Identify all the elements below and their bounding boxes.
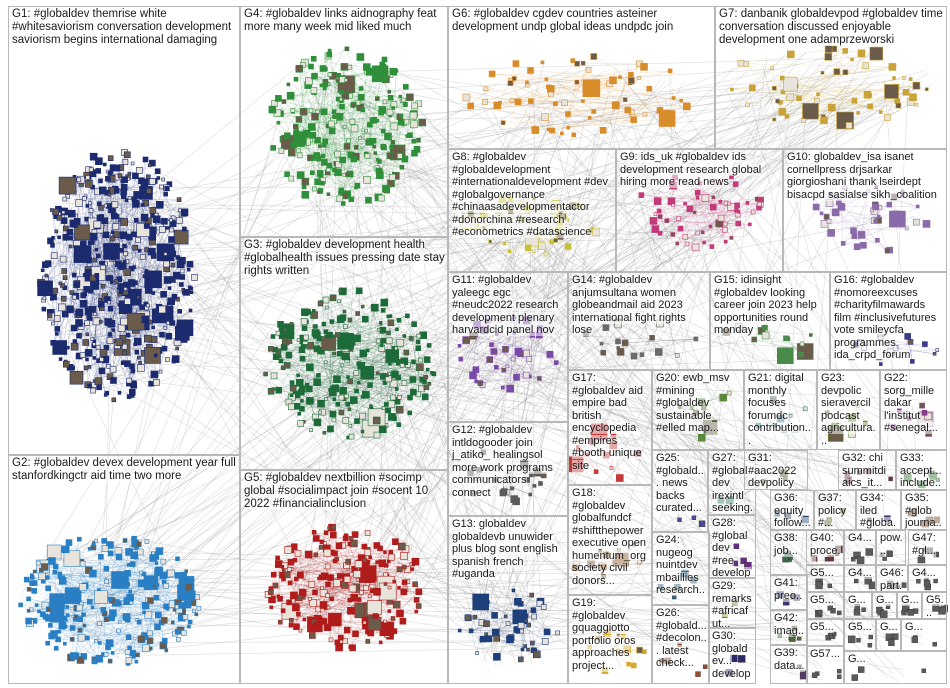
group-label: G9: ids_uk #globaldev ids development re… bbox=[620, 151, 780, 189]
group-box-g6: G6: #globaldev cgdev countries asteiner … bbox=[448, 6, 715, 149]
group-label-text: G15: idinsight #globaldev looking career… bbox=[714, 274, 817, 336]
group-box-g12: G12: #globaldev intldogooder join j_atik… bbox=[448, 422, 568, 516]
group-label: G13: globaldev globaldevb unuwider plus … bbox=[452, 518, 565, 581]
group-box-g21: G21: digital monthly focuses forumdc con… bbox=[744, 370, 817, 450]
group-box-g17: G17: #globaldev aid empire bad british e… bbox=[568, 370, 652, 485]
group-box-g3: G3: #globaldev development health #globa… bbox=[240, 237, 448, 470]
group-label-text: G12: #globaldev intldogooder join j_atik… bbox=[452, 424, 553, 499]
group-label-text: G6: #globaldev cgdev countries asteiner … bbox=[452, 8, 673, 33]
group-label-text: G4: #globaldev links aidnography feat mo… bbox=[244, 8, 436, 33]
group-label: G19: #globaldev gquaggiotto portfolio or… bbox=[572, 597, 649, 672]
group-label-text: G19: #globaldev gquaggiotto portfolio or… bbox=[572, 597, 636, 672]
group-label-text: G8: #globaldev #globaldevelopment #inter… bbox=[452, 151, 608, 238]
group-label-text: G11: #globaldev yaleegc egc #neudc2022 r… bbox=[452, 274, 558, 336]
group-label: G21: digital monthly focuses forumdc con… bbox=[748, 372, 814, 447]
group-box-g10: G10: globaldev_isa isanet cornellpress d… bbox=[783, 149, 947, 272]
group-label-text: G5: #globaldev nextbillion #socimp globa… bbox=[244, 472, 428, 510]
group-label: G18: #globaldev globalfundcf #shiftthepo… bbox=[572, 487, 649, 587]
group-label: G7: danbanik globaldevpod #globaldev tim… bbox=[719, 8, 944, 47]
group-label: G2: #globaldev devex development year fu… bbox=[12, 457, 237, 483]
group-label-text: G1: #globaldev themrise white #whitesavi… bbox=[12, 8, 231, 46]
group-label: G8: #globaldev #globaldevelopment #inter… bbox=[452, 151, 613, 239]
group-label-text: G10: globaldev_isa isanet cornellpress d… bbox=[787, 151, 937, 201]
group-box-g16: G16: #globaldev #nomoreexcuses #charityf… bbox=[830, 272, 947, 370]
group-label-text: G14: #globaldev anjumsultana women globe… bbox=[572, 274, 686, 336]
group-label: G11: #globaldev yaleegc egc #neudc2022 r… bbox=[452, 274, 565, 337]
group-label: G17: #globaldev aid empire bad british e… bbox=[572, 372, 649, 472]
group-label: G4: #globaldev links aidnography feat mo… bbox=[244, 8, 445, 34]
group-box-g18: G18: #globaldev globalfundcf #shiftthepo… bbox=[568, 485, 652, 595]
group-label-text: G18: #globaldev globalfundcf #shiftthepo… bbox=[572, 487, 646, 587]
group-box-g1: G1: #globaldev themrise white #whitesavi… bbox=[8, 6, 240, 455]
group-label-text: G7: danbanik globaldevpod #globaldev tim… bbox=[719, 8, 943, 46]
group-box-g19: G19: #globaldev gquaggiotto portfolio or… bbox=[568, 595, 652, 684]
group-box-g14: G14: #globaldev anjumsultana women globe… bbox=[568, 272, 710, 370]
group-label: G15: idinsight #globaldev looking career… bbox=[714, 274, 827, 337]
group-box-g13: G13: globaldev globaldevb unuwider plus … bbox=[448, 516, 568, 684]
group-label: G14: #globaldev anjumsultana women globe… bbox=[572, 274, 707, 337]
group-box-g22: G22: sorg_mille dakar l'institut #senega… bbox=[880, 370, 947, 450]
group-label-text: G17: #globaldev aid empire bad british e… bbox=[572, 372, 643, 472]
group-label: G1: #globaldev themrise white #whitesavi… bbox=[12, 8, 237, 47]
group-box-g7: G7: danbanik globaldevpod #globaldev tim… bbox=[715, 6, 947, 149]
group-box-g9: G9: ids_uk #globaldev ids development re… bbox=[616, 149, 783, 272]
group-box-g8: G8: #globaldev #globaldevelopment #inter… bbox=[448, 149, 616, 272]
group-label: G12: #globaldev intldogooder join j_atik… bbox=[452, 424, 565, 499]
group-box-g2: G2: #globaldev devex development year fu… bbox=[8, 455, 240, 684]
group-box-g20: G20: ewb_msv #mining #globaldev sustaina… bbox=[652, 370, 744, 450]
group-label-text: G21: digital monthly focuses forumdc con… bbox=[748, 372, 811, 447]
group-label: G6: #globaldev cgdev countries asteiner … bbox=[452, 8, 712, 34]
group-box-g11: G11: #globaldev yaleegc egc #neudc2022 r… bbox=[448, 272, 568, 422]
group-label: G16: #globaldev #nomoreexcuses #charityf… bbox=[834, 274, 944, 362]
group-box-g5: G5: #globaldev nextbillion #socimp globa… bbox=[240, 470, 448, 684]
group-box-g4: G4: #globaldev links aidnography feat mo… bbox=[240, 6, 448, 237]
group-label-text: G16: #globaldev #nomoreexcuses #charityf… bbox=[834, 274, 936, 361]
group-label: G3: #globaldev development health #globa… bbox=[244, 239, 445, 278]
group-box-g15: G15: idinsight #globaldev looking career… bbox=[710, 272, 830, 370]
group-label-text: G3: #globaldev development health #globa… bbox=[244, 239, 445, 277]
group-label-text: G13: globaldev globaldevb unuwider plus … bbox=[452, 518, 558, 580]
group-label-text: G9: ids_uk #globaldev ids development re… bbox=[620, 151, 761, 188]
group-label: G5: #globaldev nextbillion #socimp globa… bbox=[244, 472, 445, 511]
group-label-text: G20: ewb_msv #mining #globaldev sustaina… bbox=[656, 372, 729, 434]
group-label: G20: ewb_msv #mining #globaldev sustaina… bbox=[656, 372, 741, 435]
group-label: G10: globaldev_isa isanet cornellpress d… bbox=[787, 151, 944, 201]
group-label-text: G2: #globaldev devex development year fu… bbox=[12, 457, 236, 482]
